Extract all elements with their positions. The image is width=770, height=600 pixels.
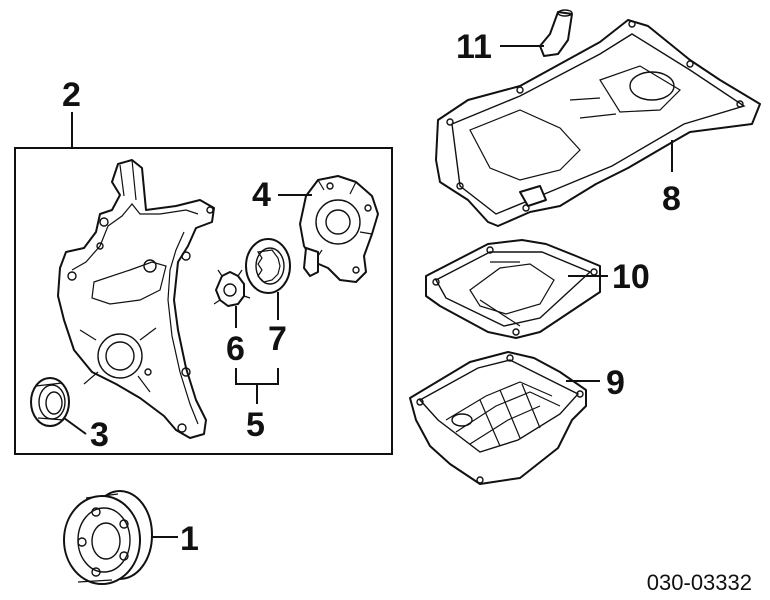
dipstick-tube-part <box>539 9 573 57</box>
callout-7: 7 <box>268 320 287 358</box>
callout-4: 4 <box>252 176 271 214</box>
bracket-5 <box>235 368 279 404</box>
callout-5: 5 <box>246 406 265 444</box>
callout-9: 9 <box>606 364 625 402</box>
leader-3 <box>63 417 87 435</box>
callout-8: 8 <box>662 180 681 218</box>
lower-oil-pan-part <box>409 351 587 485</box>
reference-code: 030-03332 <box>647 570 752 595</box>
upper-oil-pan-part <box>435 19 761 227</box>
oil-pump-body-part <box>299 175 379 283</box>
oil-pan-gasket-part <box>425 239 601 339</box>
timing-cover-group-box <box>14 147 393 455</box>
callout-11: 11 <box>456 28 492 66</box>
callout-1: 1 <box>180 520 199 558</box>
crankshaft-seal-part <box>30 377 70 427</box>
outer-rotor-part <box>245 238 291 294</box>
callout-10: 10 <box>612 258 650 296</box>
inner-rotor-part <box>213 269 251 307</box>
timing-chain-cover-part <box>57 159 215 439</box>
crankshaft-pulley-part <box>63 490 153 585</box>
callout-3: 3 <box>90 416 109 454</box>
callout-2: 2 <box>62 76 81 114</box>
callout-6: 6 <box>226 330 245 368</box>
